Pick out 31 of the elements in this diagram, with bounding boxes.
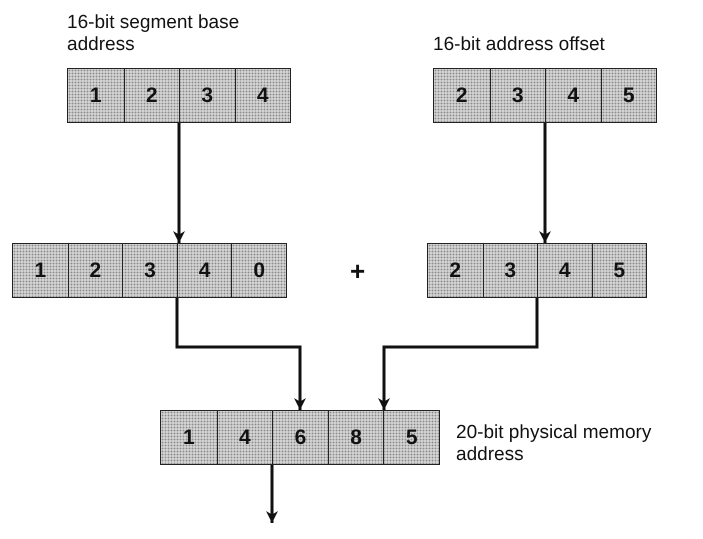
- digit-cell: 5: [592, 244, 646, 297]
- register-heading: 16-bit address offset: [433, 34, 606, 56]
- plus-sign: +: [350, 258, 366, 284]
- digit-cell: 8: [328, 411, 384, 464]
- digit-cell: 5: [383, 411, 439, 464]
- digit-cell: 3: [482, 244, 537, 297]
- digit-cell: 4: [176, 244, 232, 297]
- arrow: [176, 298, 306, 410]
- arrow: [539, 123, 551, 243]
- register-heading: 16-bit segment base address: [67, 12, 240, 56]
- arrow: [173, 123, 185, 243]
- digit-cell: 4: [545, 69, 600, 122]
- digit-cell: 5: [600, 69, 656, 122]
- digit-cell-text: 1: [88, 82, 103, 108]
- digit-cell-text: 1: [33, 258, 48, 284]
- digit-cell: 4: [216, 411, 272, 464]
- arrow: [378, 298, 538, 410]
- digit-cell: 3: [179, 69, 234, 122]
- digit-cell: 2: [68, 244, 122, 297]
- arrow: [266, 465, 278, 523]
- digit-cell: 4: [234, 69, 290, 122]
- register-caption: 20-bit physical memory address: [456, 422, 652, 466]
- digit-cell-text: 1: [182, 424, 196, 450]
- digit-cell: 3: [490, 69, 545, 122]
- digit-cell: 6: [272, 411, 328, 464]
- digit-cell-text: 2: [448, 258, 462, 284]
- digit-cell-text: 2: [454, 82, 469, 108]
- digit-cell: 4: [537, 244, 592, 297]
- digit-cell: 2: [124, 69, 179, 122]
- digit-cell: 3: [122, 244, 177, 297]
- digit-cell: 0: [231, 244, 286, 297]
